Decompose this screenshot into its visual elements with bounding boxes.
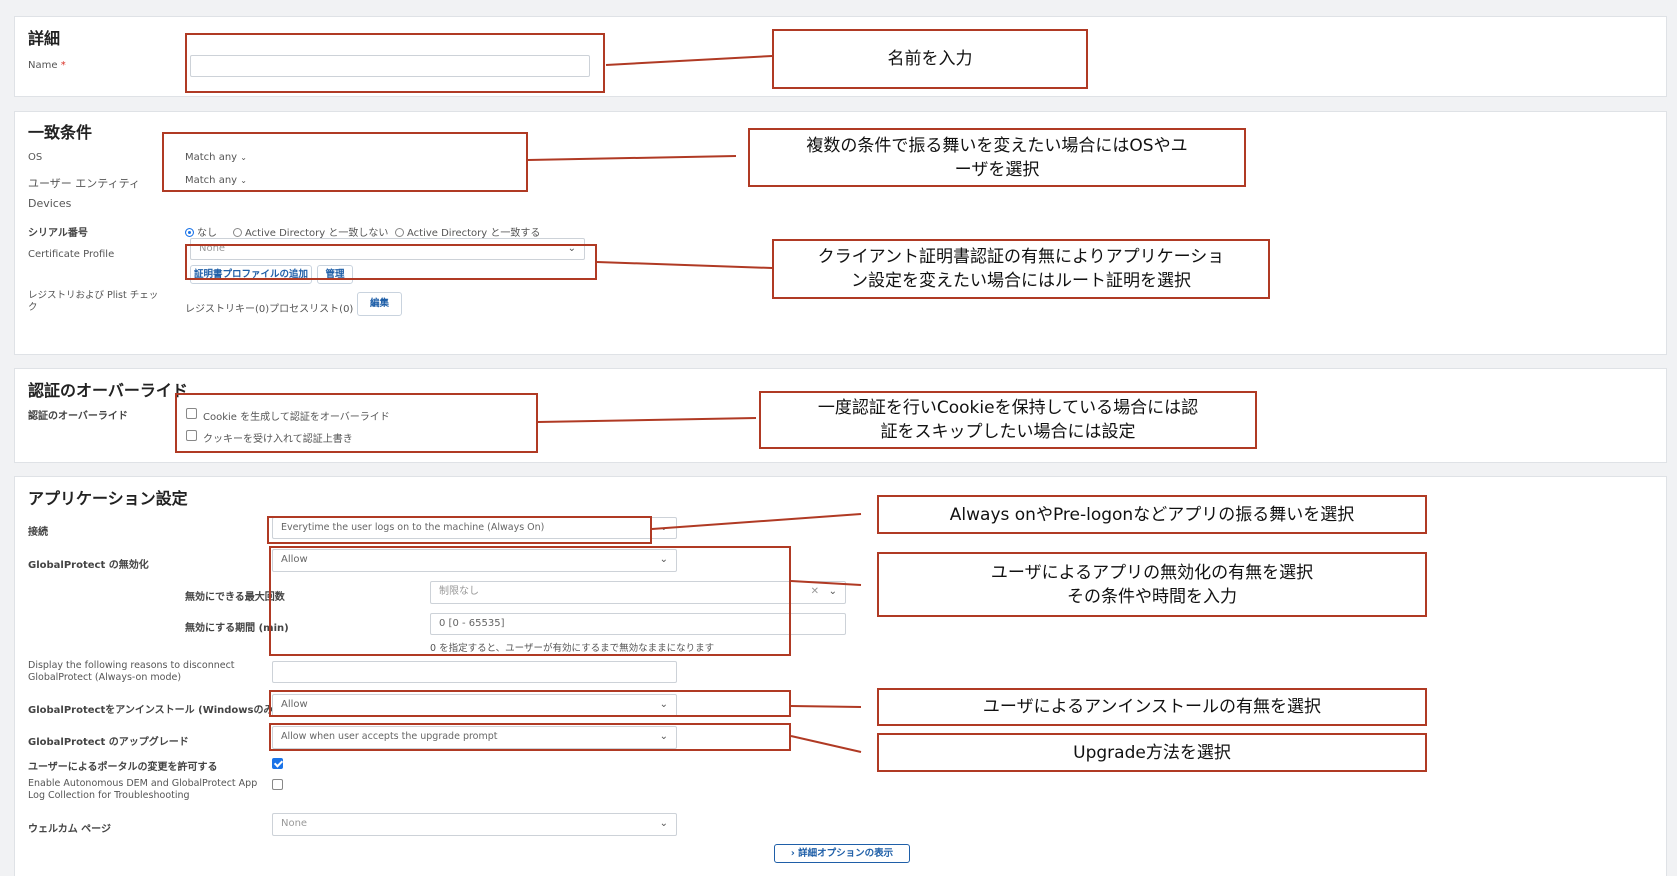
- registry-plist-label: レジストリおよび Plist チェッ ク: [28, 290, 159, 313]
- highlight-connect: [267, 516, 652, 544]
- app-settings-panel: アプリケーション設定 接続 Everytime the user logs on…: [14, 476, 1667, 876]
- chevron-down-icon: ⌄: [659, 818, 668, 829]
- serial-number-label: シリアル番号: [28, 228, 88, 239]
- disable-select[interactable]: Allow ⌄: [272, 549, 677, 572]
- callout-cert: クライアント証明書認証の有無によりアプリケーショ ン設定を変えたい場合にはルート…: [772, 239, 1270, 299]
- disable-period-hint: 0 を指定すると、ユーザーが有効にするまで無効なままになります: [430, 643, 715, 654]
- accept-cookie-checkbox[interactable]: [186, 430, 197, 441]
- chevron-down-icon: ⌄: [659, 699, 668, 710]
- highlight-uninstall: [269, 690, 791, 717]
- highlight-disable: [269, 546, 791, 656]
- auth-override-label: 認証のオーバーライド: [28, 411, 128, 422]
- radio-selected-icon: [185, 228, 194, 237]
- app-settings-title: アプリケーション設定: [28, 489, 188, 508]
- highlight-auth: [175, 393, 538, 453]
- certificate-profile-label: Certificate Profile: [28, 249, 115, 260]
- max-disable-label: 無効にできる最大回数: [185, 592, 285, 603]
- edit-button[interactable]: 編集: [357, 292, 402, 316]
- radio-icon: [395, 228, 404, 237]
- chevron-down-icon: ⌄: [659, 554, 668, 565]
- callout-uninstall: ユーザによるアンインストールの有無を選択: [877, 688, 1427, 726]
- radio-icon: [233, 228, 242, 237]
- welcome-page-label: ウェルカム ページ: [28, 824, 111, 835]
- user-entity-select[interactable]: Match any ⌄: [185, 175, 247, 186]
- details-title: 詳細: [28, 29, 61, 48]
- accept-cookie-label: クッキーを受け入れて認証上書き: [203, 434, 353, 445]
- callout-name: 名前を入力: [772, 29, 1088, 89]
- dem-checkbox[interactable]: [272, 779, 283, 790]
- os-label: OS: [28, 152, 43, 163]
- generate-cookie-label: Cookie を生成して認証をオーバーライド: [203, 412, 390, 423]
- chevron-down-icon: ⌄: [567, 243, 576, 254]
- disable-period-input[interactable]: 0 [0 - 65535]: [430, 613, 846, 635]
- chevron-down-icon: ⌄: [659, 522, 668, 533]
- show-advanced-options-button[interactable]: › 詳細オプションの表示: [774, 844, 910, 863]
- max-disable-select[interactable]: 制限なし ✕ ⌄: [430, 581, 846, 604]
- portal-change-label: ユーザーによるポータルの変更を許可する: [28, 762, 218, 773]
- chevron-down-icon: ⌄: [828, 586, 837, 597]
- required-mark: *: [60, 60, 66, 71]
- callout-connect: Always onやPre-logonなどアプリの振る舞いを選択: [877, 495, 1427, 534]
- devices-label: Devices: [28, 197, 72, 210]
- match-criteria-title: 一致条件: [28, 123, 93, 142]
- disconnect-reasons-input[interactable]: [272, 661, 677, 683]
- match-criteria-panel: 一致条件 OS Match any ⌄ ユーザー エンティティ Match an…: [14, 111, 1667, 355]
- chevron-down-icon: ⌄: [240, 176, 247, 185]
- dem-label: Enable Autonomous DEM and GlobalProtect …: [28, 778, 258, 801]
- disconnect-reasons-label: Display the following reasons to disconn…: [28, 660, 235, 683]
- portal-change-checkbox[interactable]: [272, 758, 283, 769]
- disable-period-label: 無効にする期間 (min): [185, 623, 289, 634]
- highlight-cert: [185, 244, 597, 280]
- chevron-down-icon: ⌄: [240, 153, 247, 162]
- certificate-profile-select[interactable]: None ⌄: [190, 238, 585, 260]
- uninstall-label: GlobalProtectをアンインストール (Windowsのみ): [28, 705, 279, 716]
- upgrade-select[interactable]: Allow when user accepts the upgrade prom…: [272, 726, 677, 749]
- name-input[interactable]: [190, 55, 590, 77]
- auth-override-title: 認証のオーバーライド: [28, 381, 188, 400]
- highlight-name: [185, 33, 605, 93]
- connect-label: 接続: [28, 527, 48, 538]
- generate-cookie-checkbox[interactable]: [186, 408, 197, 419]
- name-label: Name *: [28, 60, 66, 71]
- callout-auth: 一度認証を行いCookieを保持している場合には認 証をスキップしたい場合には設…: [759, 391, 1257, 449]
- clear-x-icon[interactable]: ✕: [810, 586, 819, 597]
- highlight-match: [162, 132, 528, 192]
- serial-radio-ad-mismatch[interactable]: Active Directory と一致しない: [233, 224, 388, 239]
- serial-radio-ad-match[interactable]: Active Directory と一致する: [395, 224, 540, 239]
- os-select[interactable]: Match any ⌄: [185, 152, 247, 163]
- registry-value: レジストリキー(0)プロセスリスト(0): [185, 304, 354, 315]
- callout-upgrade: Upgrade方法を選択: [877, 733, 1427, 772]
- user-entity-label: ユーザー エンティティ: [28, 177, 140, 190]
- serial-radio-none[interactable]: なし: [185, 224, 217, 239]
- upgrade-label: GlobalProtect のアップグレード: [28, 737, 189, 748]
- disable-label: GlobalProtect の無効化: [28, 560, 149, 571]
- welcome-page-select[interactable]: None ⌄: [272, 813, 677, 836]
- callout-disable: ユーザによるアプリの無効化の有無を選択 その条件や時間を入力: [877, 552, 1427, 617]
- chevron-down-icon: ⌄: [659, 731, 668, 742]
- callout-match: 複数の条件で振る舞いを変えたい場合にはOSやユ ーザを選択: [748, 128, 1246, 187]
- highlight-upgrade: [269, 723, 791, 751]
- chevron-right-icon: ›: [790, 848, 795, 859]
